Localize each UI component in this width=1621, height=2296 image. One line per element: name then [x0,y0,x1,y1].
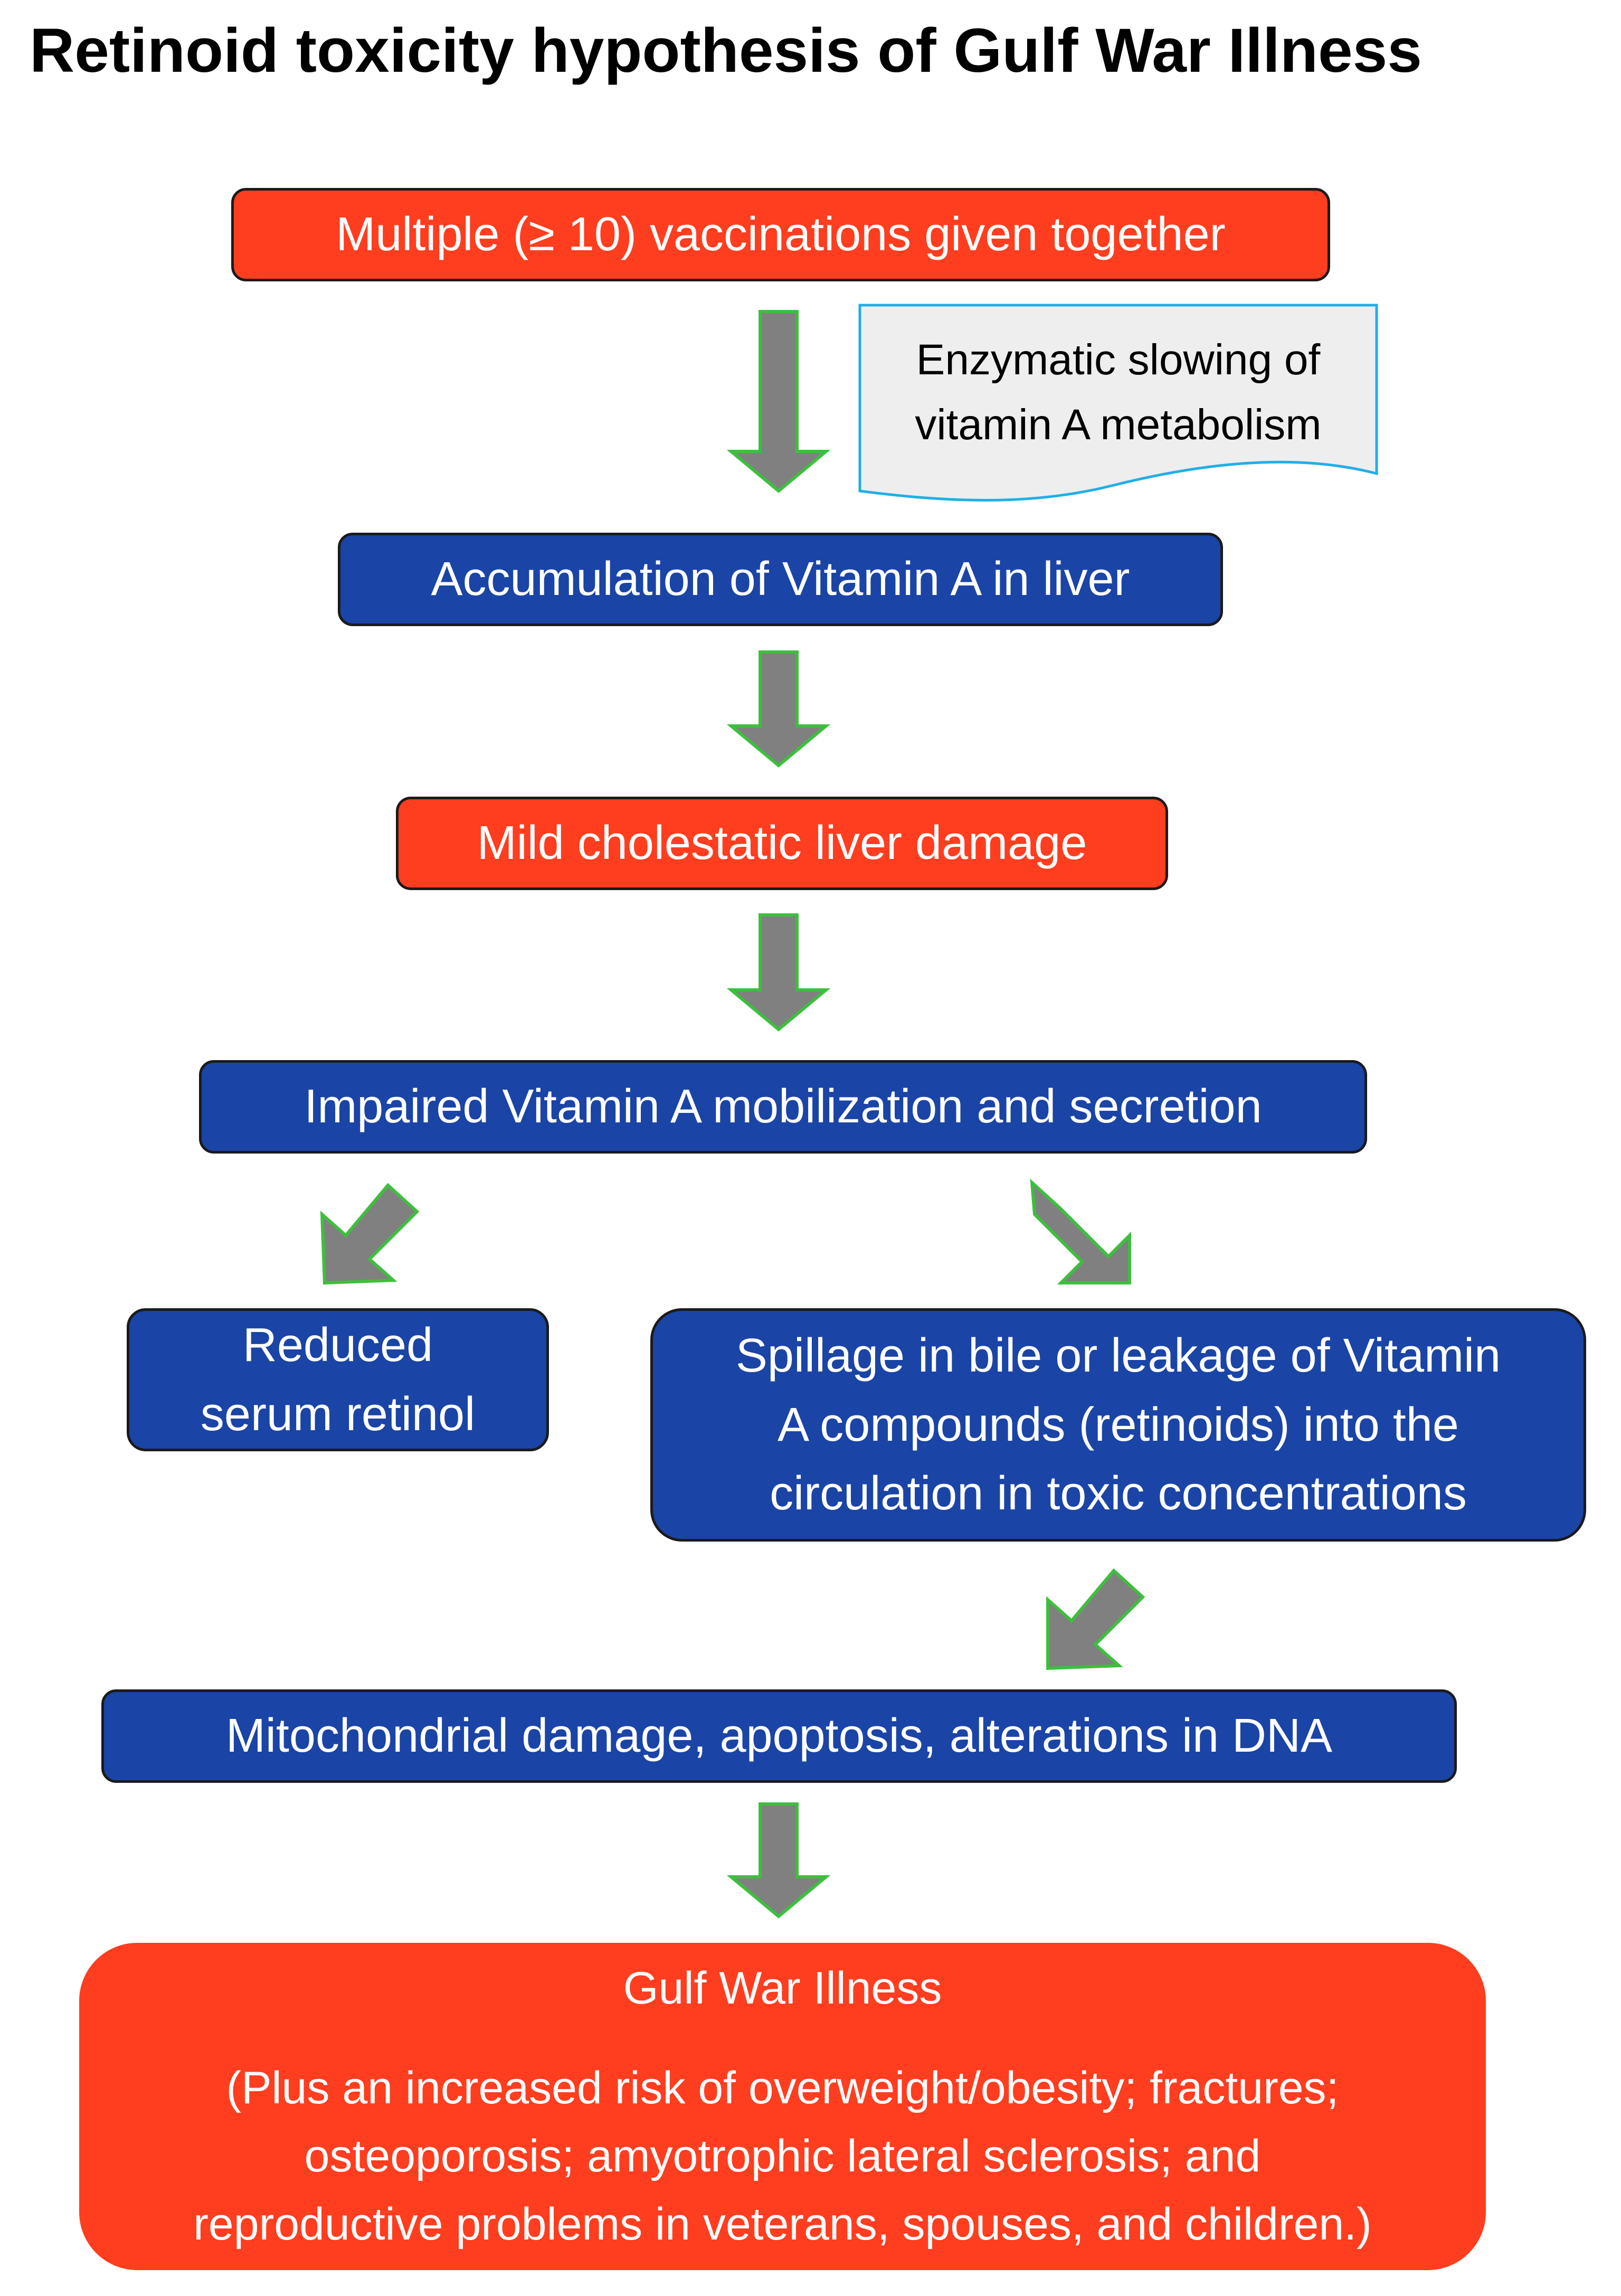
vaccinations-box: Multiple (≥ 10) vaccinations given toget… [231,188,1330,281]
note-line-2: vitamin A metabolism [915,401,1322,449]
enzymatic-slowing-note: Enzymatic slowing of vitamin A metabolis… [858,304,1378,515]
arrow-down-4 [726,1802,831,1919]
spillage-line-3: circulation in toxic concentrations [770,1467,1467,1520]
arrow-diag-left-2 [1046,1568,1145,1670]
gwi-detail-line-2: osteoporosis; amyotrophic lateral sclero… [304,2131,1261,2181]
accumulation-box: Accumulation of Vitamin A in liver [338,533,1223,626]
spillage-line-1: Spillage in bile or leakage of Vitamin [735,1329,1501,1383]
note-document-shape [858,304,1378,502]
gwi-detail-line-3: reproductive problems in veterans, spous… [193,2199,1372,2250]
accumulation-label: Accumulation of Vitamin A in liver [431,553,1130,606]
reduced-line-1: Reduced [242,1319,433,1372]
arrow-down-2 [726,650,831,768]
impaired-label: Impaired Vitamin A mobilization and secr… [304,1080,1262,1133]
spillage-box: Spillage in bile or leakage of Vitamin A… [650,1308,1586,1542]
liver-damage-box: Mild cholestatic liver damage [396,797,1168,890]
arrow-diag-right [1030,1178,1131,1284]
liver-damage-label: Mild cholestatic liver damage [477,817,1087,870]
arrow-down-3 [726,913,831,1032]
arrow-down-1 [726,310,831,493]
arrow-diag-left [320,1183,420,1285]
reduced-line-2: serum retinol [200,1387,476,1441]
page-title: Retinoid toxicity hypothesis of Gulf War… [30,16,1422,86]
vaccinations-label: Multiple (≥ 10) vaccinations given toget… [336,208,1226,261]
impaired-mobilization-box: Impaired Vitamin A mobilization and secr… [199,1060,1367,1154]
gwi-detail-line-1: (Plus an increased risk of overweight/ob… [226,2063,1339,2113]
reduced-serum-retinol-box: Reduced serum retinol [127,1308,549,1451]
gulf-war-illness-title: Gulf War Illness [623,1963,942,2014]
note-line-1: Enzymatic slowing of [916,336,1321,384]
mitochondrial-label: Mitochondrial damage, apoptosis, alterat… [225,1709,1333,1763]
mitochondrial-damage-box: Mitochondrial damage, apoptosis, alterat… [101,1689,1457,1783]
spillage-line-2: A compounds (retinoids) into the [778,1398,1459,1451]
gulf-war-illness-box: Gulf War Illness (Plus an increased risk… [79,1943,1486,2270]
